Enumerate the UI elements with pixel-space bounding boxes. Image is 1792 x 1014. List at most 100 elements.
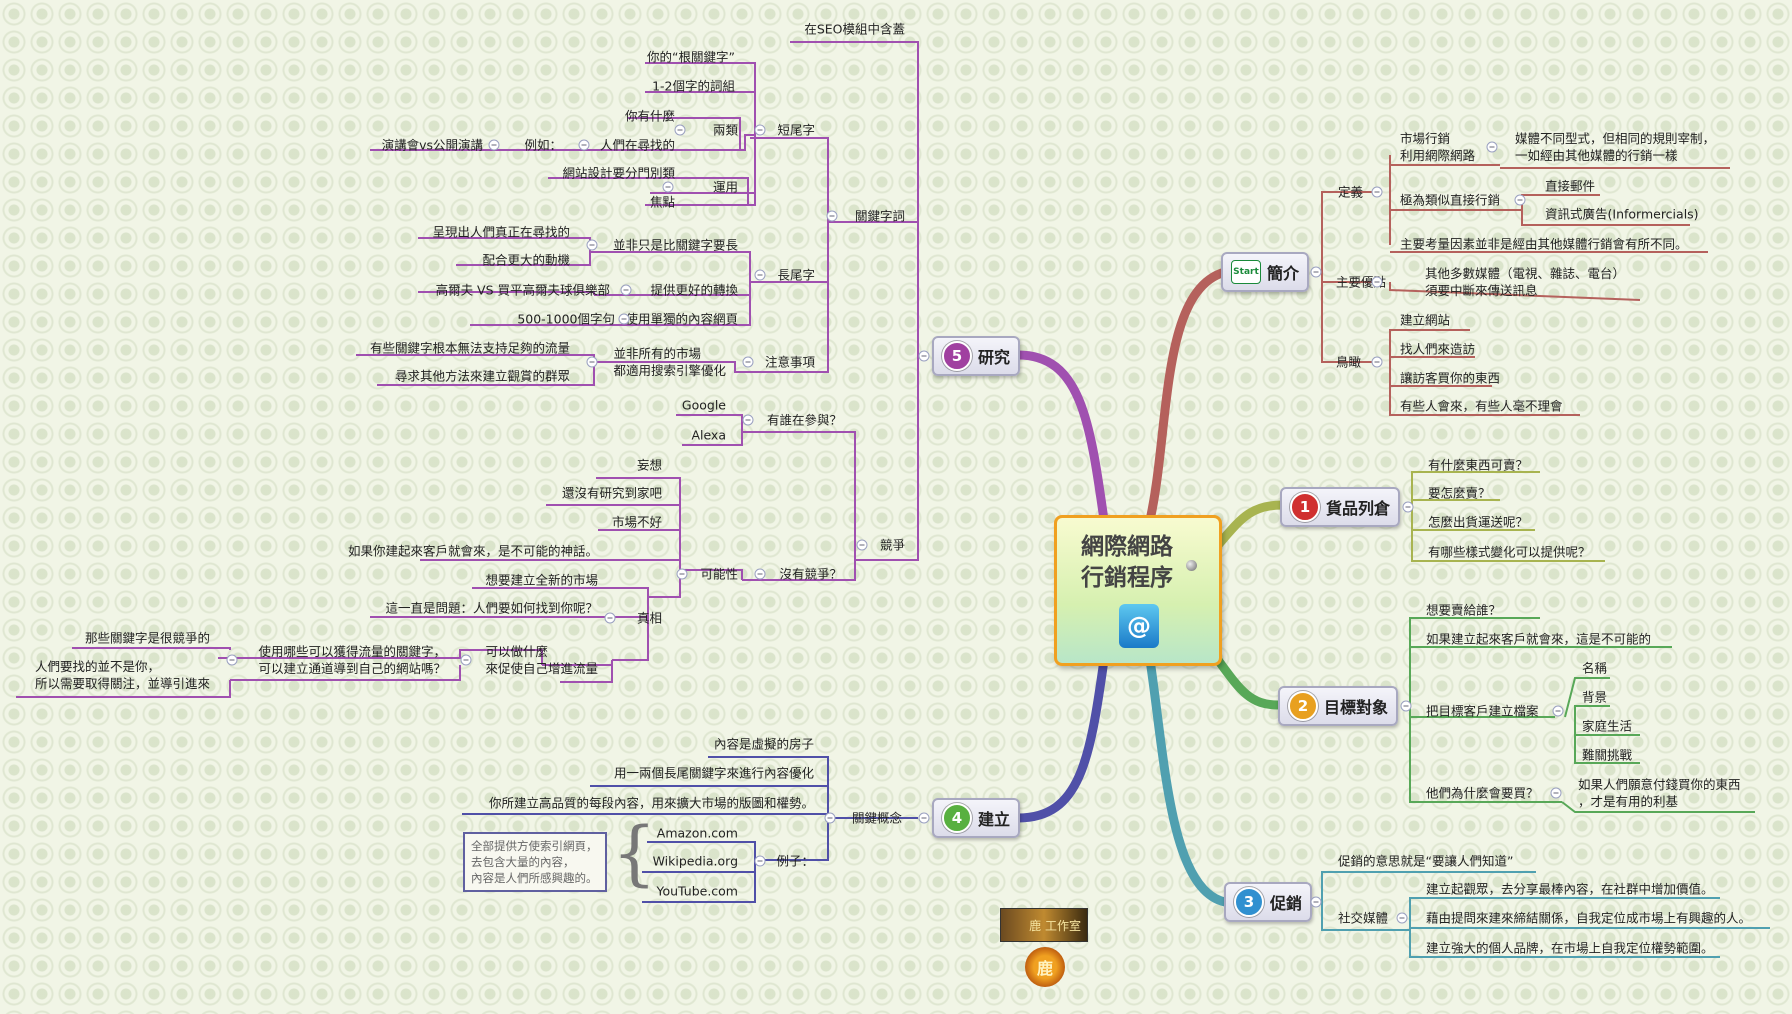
target-profile[interactable]: 把目標客戶建立檔案: [1426, 703, 1539, 719]
collapse-toggle-who[interactable]: [742, 414, 754, 426]
collapse-toggle-profile[interactable]: [1552, 705, 1564, 717]
intro-overview-1[interactable]: 建立網站: [1400, 312, 1451, 328]
collapse-toggle-def-direct[interactable]: [1514, 194, 1526, 206]
research-short-tail[interactable]: 短尾字: [777, 122, 815, 138]
research-use-2[interactable]: 焦點: [649, 194, 675, 210]
research-notes-a[interactable]: 有些關鍵字根本無法支持足夠的流量: [369, 340, 570, 356]
intro-def-key[interactable]: 主要考量因素並非是經由其他媒體行銷會有所不同。: [1400, 236, 1688, 252]
research-not-researched[interactable]: 還沒有研究到家吧: [561, 485, 662, 501]
collapse-toggle-truth[interactable]: [604, 612, 616, 624]
collapse-toggle-concept[interactable]: [824, 812, 836, 824]
build-example-wikipedia[interactable]: Wikipedia.org: [652, 853, 738, 869]
research-use[interactable]: 運用: [712, 179, 738, 195]
intro-def-market-note[interactable]: 媒體不同型式，但相同的規則宰制， 一如經由其他媒體的行銷一樣: [1515, 131, 1716, 163]
research-example[interactable]: 例如：: [524, 137, 562, 153]
build-example-youtube[interactable]: YouTube.com: [656, 883, 738, 899]
intro-overview[interactable]: 鳥瞰: [1336, 354, 1362, 370]
research-long-not-just[interactable]: 並非只是比關鍵字要長: [612, 237, 738, 253]
target-profile-1[interactable]: 名稱: [1582, 660, 1608, 676]
research-google[interactable]: Google: [681, 397, 726, 413]
build-concept-3[interactable]: 你所建立高品質的每段內容，用來擴大市場的版圖和權勢。: [488, 795, 814, 811]
research-long-tail[interactable]: 長尾字: [777, 267, 815, 283]
research-who[interactable]: 有誰在參與？: [766, 412, 842, 428]
target-profile-4[interactable]: 難關挑戰: [1582, 747, 1633, 763]
research-long-show[interactable]: 呈現出人們真正在尋找的: [432, 224, 570, 240]
collapse-toggle-build[interactable]: [918, 812, 930, 824]
collapse-toggle-use[interactable]: [662, 181, 674, 193]
topic-research[interactable]: 5 研究: [931, 336, 1021, 376]
research-people-seek[interactable]: 人們在尋找的: [599, 137, 675, 153]
research-what-you-have[interactable]: 你有什麼: [624, 108, 675, 124]
research-problem[interactable]: 這一直是問題：人們要如何找到你呢？: [385, 600, 598, 616]
collapse-toggle-notes[interactable]: [742, 356, 754, 368]
target-why[interactable]: 他們為什麼會要買？: [1426, 785, 1539, 801]
collapse-toggle-long[interactable]: [754, 269, 766, 281]
promo-social[interactable]: 社交媒體: [1338, 910, 1389, 926]
collapse-toggle-possible[interactable]: [676, 568, 688, 580]
collapse-toggle-people-seek[interactable]: [578, 139, 590, 151]
intro-advantage-note[interactable]: 其他多數媒體（電視、雜誌、電台） 須要中斷來傳送訊息: [1425, 266, 1626, 298]
research-seo[interactable]: 在SEO模組中含蓋: [804, 21, 905, 37]
collapse-toggle-target[interactable]: [1400, 700, 1412, 712]
research-long-motive[interactable]: 配合更大的動機: [482, 252, 570, 268]
collapse-toggle-short[interactable]: [754, 124, 766, 136]
research-delusion[interactable]: 妄想: [636, 457, 662, 473]
goods-q4[interactable]: 有哪些樣式變化可以提供呢？: [1428, 544, 1591, 560]
research-notes-b[interactable]: 尋求其他方法來建立觀賞的群眾: [394, 368, 570, 384]
goods-q3[interactable]: 怎麼出貨運送呢？: [1428, 514, 1529, 530]
topic-goods[interactable]: 1 貨品列倉: [1279, 487, 1401, 527]
collapse-toggle-definition[interactable]: [1371, 186, 1383, 198]
research-myth[interactable]: 如果你建起來客戶就會來，是不可能的神話。: [347, 543, 598, 559]
research-two-types[interactable]: 兩類: [712, 122, 738, 138]
collapse-toggle-keywords[interactable]: [826, 210, 838, 222]
intro-def-direct-mail[interactable]: 直接郵件: [1545, 178, 1596, 194]
research-long-convert[interactable]: 提供更好的轉換: [650, 282, 738, 298]
intro-def-market[interactable]: 市場行銷 利用網際網路: [1400, 131, 1476, 163]
build-concept-1[interactable]: 內容是虛擬的房子: [713, 736, 814, 752]
target-profile-2[interactable]: 背景: [1582, 689, 1608, 705]
promo-social-2[interactable]: 藉由提問來建來締結關係，自我定位成市場上有興趣的人。: [1426, 910, 1752, 926]
collapse-toggle-competition[interactable]: [856, 539, 868, 551]
collapse-toggle-def-market[interactable]: [1486, 141, 1498, 153]
research-notes[interactable]: 注意事項: [764, 354, 815, 370]
research-long-golf[interactable]: 高爾夫 VS 買平高爾夫球俱樂部: [435, 282, 610, 298]
research-use-1[interactable]: 網站設計要分門別類: [562, 165, 675, 181]
research-possible[interactable]: 可能性: [700, 566, 738, 582]
collapse-toggle-two-types[interactable]: [674, 124, 686, 136]
collapse-toggle-not-just[interactable]: [586, 239, 598, 251]
collapse-toggle-social[interactable]: [1396, 912, 1408, 924]
collapse-toggle-no-comp[interactable]: [754, 568, 766, 580]
research-short-root[interactable]: 你的“根關鍵字”: [647, 49, 735, 65]
build-example[interactable]: 例子：: [776, 853, 814, 869]
intro-definition[interactable]: 定義: [1338, 184, 1364, 200]
goods-q2[interactable]: 要怎麼賣？: [1428, 485, 1491, 501]
research-no-comp[interactable]: 沒有競爭？: [779, 566, 842, 582]
promo-meaning[interactable]: 促銷的意思就是“要讓人們知道”: [1338, 853, 1514, 869]
collapse-toggle-page[interactable]: [618, 313, 630, 325]
collapse-toggle-why[interactable]: [1550, 787, 1562, 799]
intro-def-direct[interactable]: 極為類似直接行銷: [1400, 192, 1501, 208]
collapse-toggle-example-r[interactable]: [488, 139, 500, 151]
collapse-toggle-what-can[interactable]: [460, 654, 472, 666]
research-concert[interactable]: 演講會vs公開演講: [381, 137, 483, 153]
collapse-toggle-notes-market[interactable]: [586, 356, 598, 368]
topic-promo[interactable]: 3 促銷: [1223, 882, 1313, 922]
research-comp-kw[interactable]: 那些關鍵字是很競爭的: [84, 630, 210, 646]
collapse-toggle-advantage[interactable]: [1371, 276, 1383, 288]
central-topic[interactable]: 網際網路 行銷程序 @: [1054, 515, 1222, 666]
collapse-toggle-intro[interactable]: [1310, 266, 1322, 278]
collapse-toggle-promo[interactable]: [1310, 896, 1322, 908]
target-why-note[interactable]: 如果人們願意付錢買你的東西 ，才是有用的利基: [1578, 777, 1741, 809]
research-which-kw[interactable]: 使用哪些可以獲得流量的關鍵字， 可以建立通道導到自己的網站嗎？: [258, 644, 446, 676]
research-notes-market[interactable]: 並非所有的市場 都適用搜索引擎優化: [613, 346, 726, 378]
research-long-page[interactable]: 使用單獨的內容網頁: [625, 311, 738, 327]
research-long-len[interactable]: 500-1000個字句: [517, 311, 615, 327]
intro-overview-4[interactable]: 有些人會來，有些人毫不理會: [1400, 398, 1563, 414]
target-profile-3[interactable]: 家庭生活: [1582, 718, 1633, 734]
collapse-toggle-example[interactable]: [754, 855, 766, 867]
collapse-toggle-research[interactable]: [918, 350, 930, 362]
intro-overview-3[interactable]: 讓訪客買你的東西: [1400, 370, 1501, 386]
intro-overview-2[interactable]: 找人們來造訪: [1400, 341, 1476, 357]
research-keywords[interactable]: 關鍵字詞: [854, 208, 905, 224]
build-example-amazon[interactable]: Amazon.com: [656, 825, 738, 841]
